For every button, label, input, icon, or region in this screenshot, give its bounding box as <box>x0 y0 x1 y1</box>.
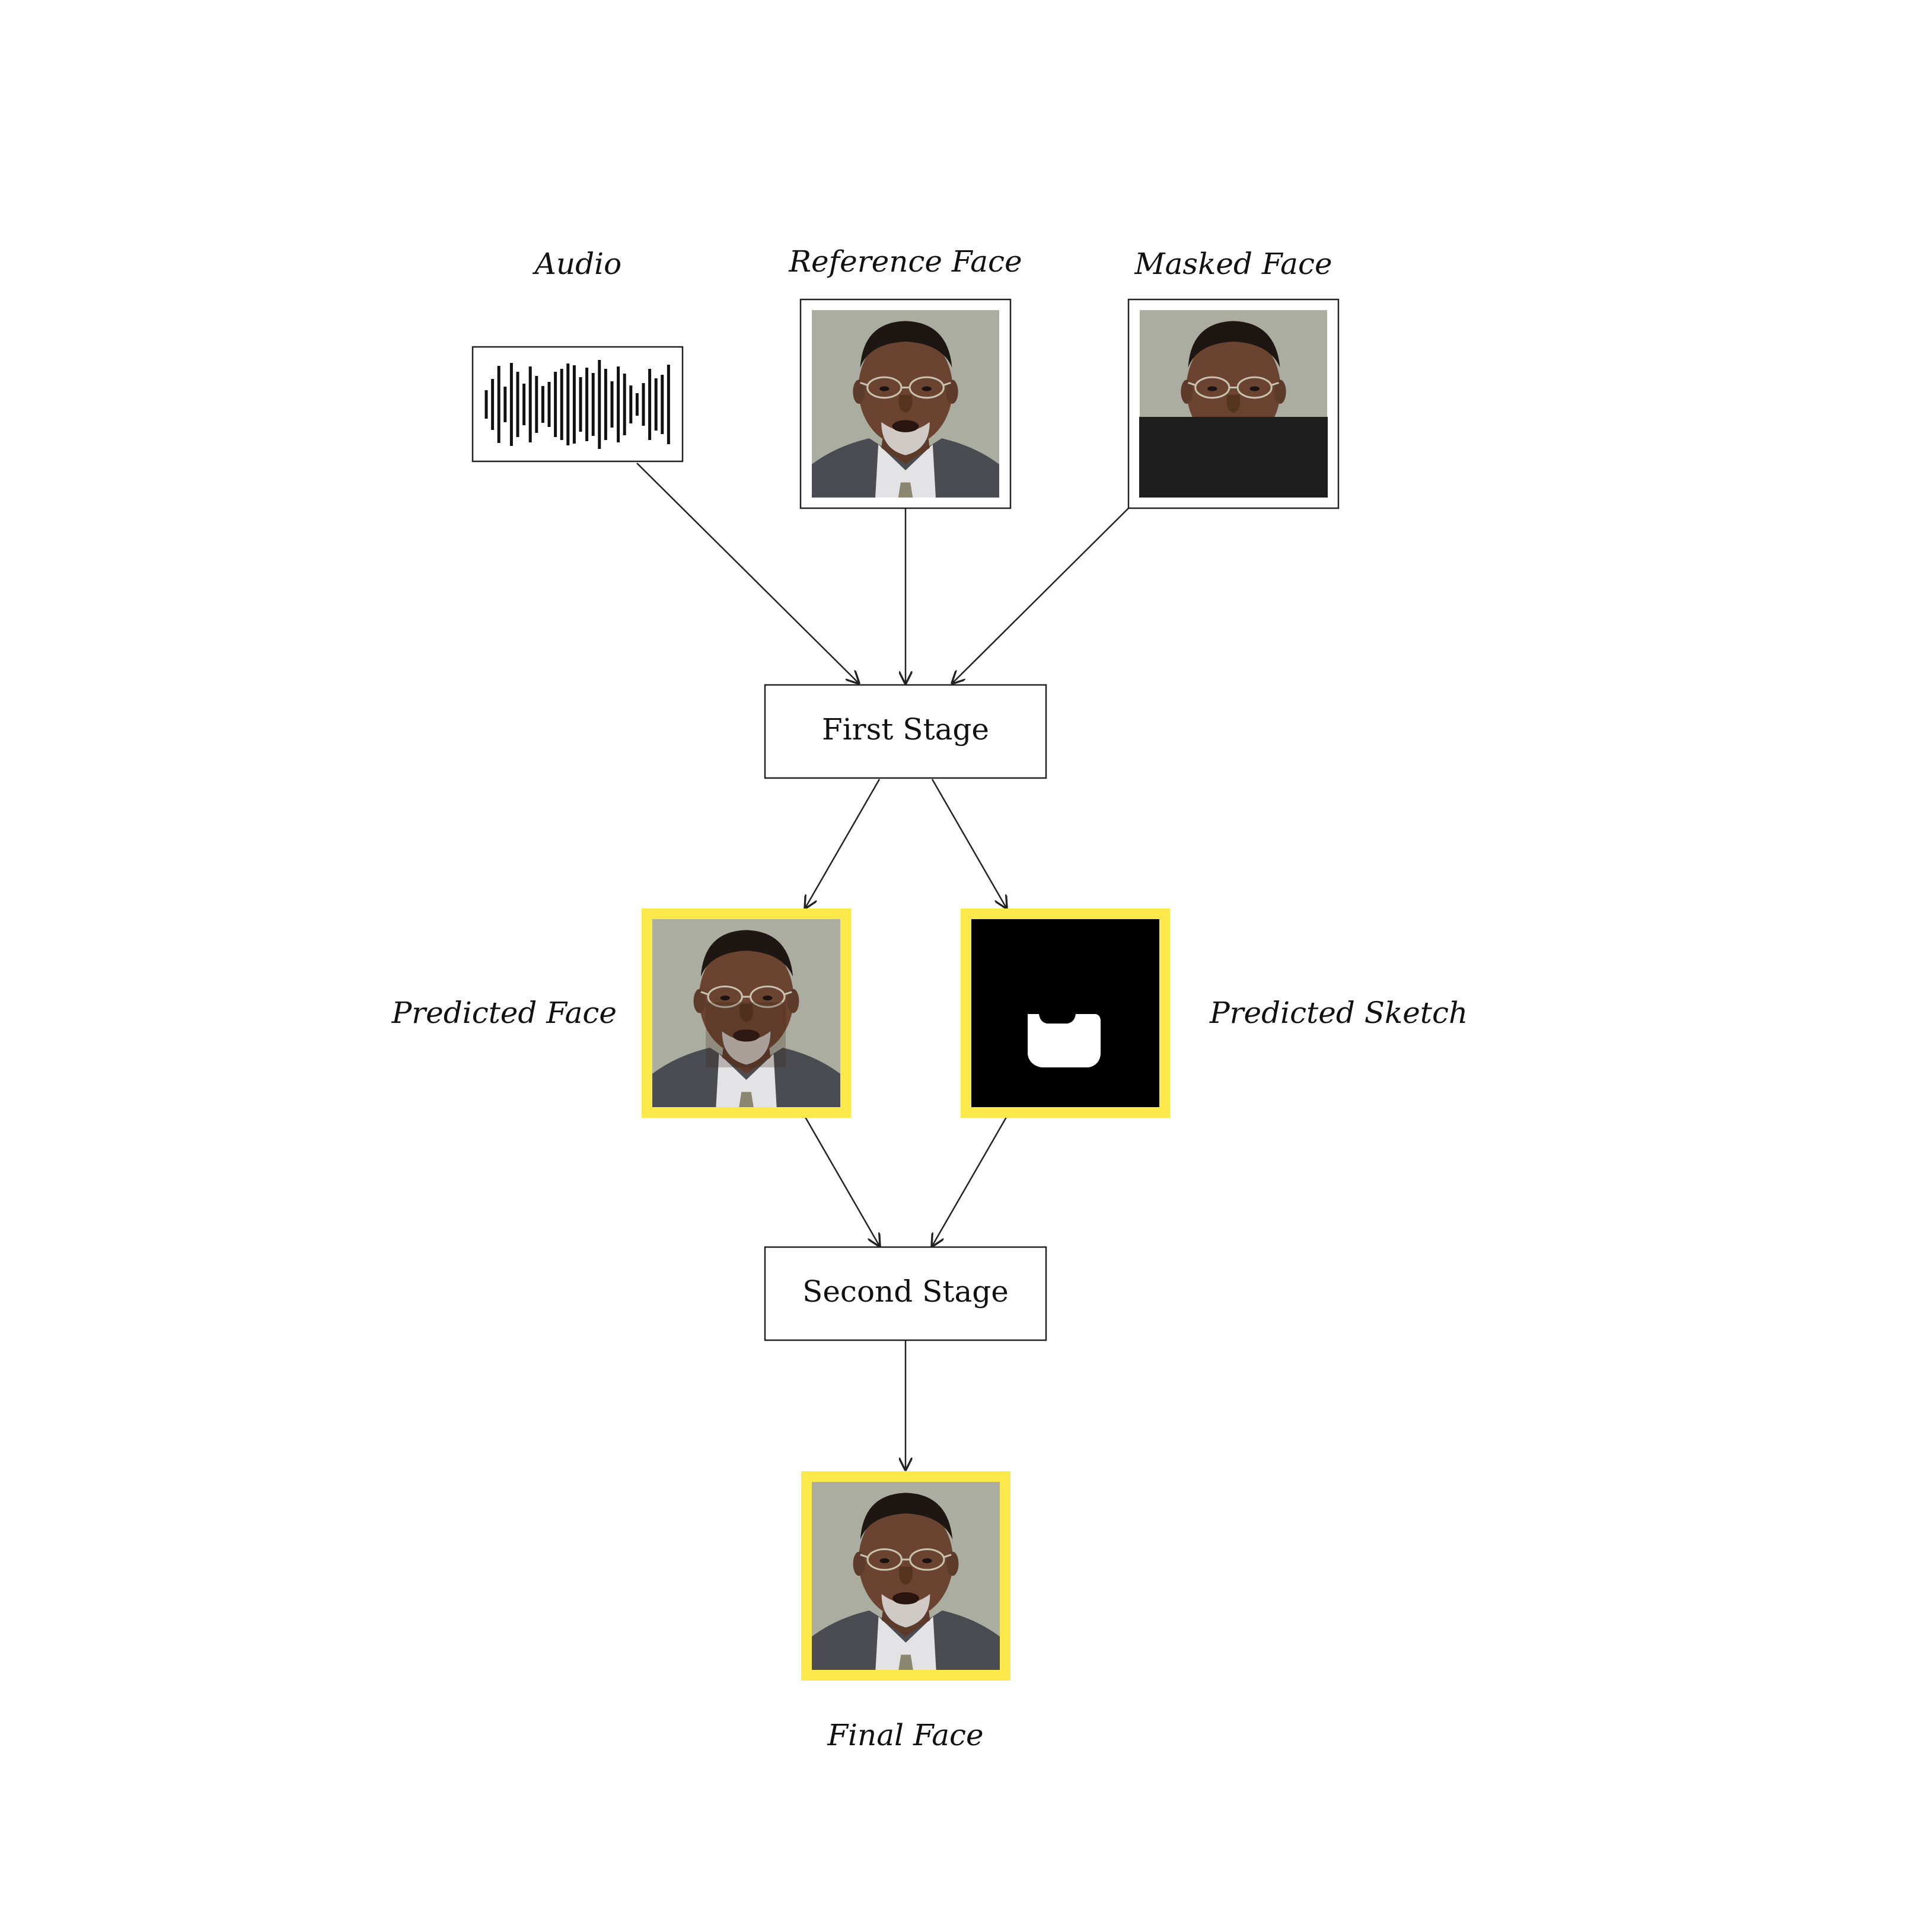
edge-first-sketch <box>931 779 1006 908</box>
edge-first-face <box>805 779 881 908</box>
second-stage-label: Second Stage <box>802 1274 1009 1309</box>
reference-face-image <box>811 310 1000 498</box>
predicted-sketch-label: Predicted Sketch <box>1209 996 1468 1030</box>
masked-face-label: Masked Face <box>1134 247 1332 281</box>
audio-node <box>471 346 684 463</box>
predicted-face-node <box>642 908 851 1118</box>
first-stage-label: First Stage <box>822 712 989 747</box>
reference-face-node <box>799 298 1012 509</box>
edge-masked-first <box>952 508 1129 683</box>
reference-face-label: Reference Face <box>788 244 1022 279</box>
waveform-icon <box>484 360 670 449</box>
final-face-label: Final Face <box>827 1718 983 1752</box>
final-face-node <box>801 1471 1010 1681</box>
audio-label: Audio <box>533 247 621 281</box>
predicted-face-label: Predicted Face <box>391 996 617 1030</box>
face-mask <box>1139 417 1328 498</box>
first-stage-node: First Stage <box>764 684 1047 779</box>
predicted-sketch-node <box>961 908 1170 1118</box>
masked-face-node <box>1127 298 1340 509</box>
edge-sketch-second <box>932 1117 1008 1246</box>
sketch-background <box>971 919 1159 1107</box>
mouth-mask-shape <box>1028 1014 1101 1067</box>
edge-face-second <box>804 1117 879 1246</box>
edge-audio-first <box>636 463 859 683</box>
final-face-image <box>812 1482 1000 1670</box>
second-stage-node: Second Stage <box>764 1246 1047 1341</box>
